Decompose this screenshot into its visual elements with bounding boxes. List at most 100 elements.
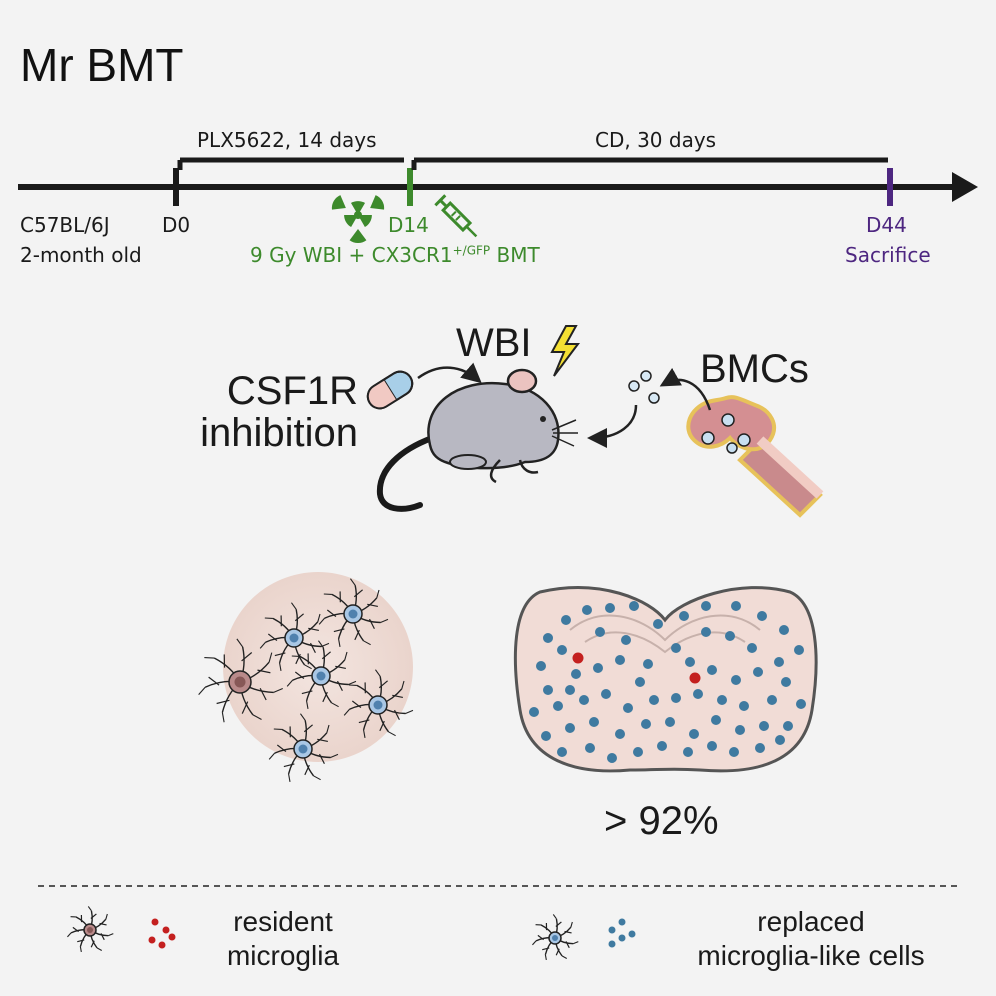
replaced-cell-dot [711, 715, 721, 725]
legend-resident-dot [162, 926, 170, 934]
replaced-cell-dot [553, 701, 563, 711]
replaced-cell-dot [623, 703, 633, 713]
legend-resident-dot [148, 936, 156, 944]
legend-resident-dot [158, 941, 166, 949]
d0-label: D0 [162, 213, 191, 237]
replaced-cell-dot [689, 729, 699, 739]
legend-resident-dot [151, 918, 159, 926]
replaced-cell-dot [605, 603, 615, 613]
resident-cell-dot [689, 672, 701, 684]
replaced-cell-dot [565, 723, 575, 733]
replaced-cell-dot [585, 743, 595, 753]
bone-icon [686, 395, 824, 518]
replaced-cell-dot [561, 615, 571, 625]
syringe-icon [434, 194, 478, 238]
replaced-microglia-cell [318, 578, 389, 648]
replaced-cell-dot [595, 627, 605, 637]
replaced-cell-dot [679, 611, 689, 621]
replaced-cell-dot [557, 645, 567, 655]
sacrifice-label: Sacrifice [845, 243, 931, 267]
age-label: 2-month old [20, 243, 142, 267]
arrow-bone-to-bmcs [659, 367, 712, 411]
replaced-cell-dot [747, 643, 757, 653]
replaced-cell-dot [717, 695, 727, 705]
replaced-cell-dot [582, 605, 592, 615]
replaced-cell-dot [735, 725, 745, 735]
period-cd-label: CD, 30 days [595, 128, 717, 152]
replaced-cell-dot [601, 689, 611, 699]
replaced-microglia-cell [286, 640, 357, 710]
timeline-arrowhead [952, 172, 978, 202]
replaced-cell-dot [571, 669, 581, 679]
percent-label: > 92% [604, 799, 719, 843]
replaced-cell-dot [615, 655, 625, 665]
legend-replaced-dot [618, 918, 626, 926]
microglia-cells [198, 578, 414, 783]
lightning-icon [550, 325, 580, 377]
replaced-cell-dot [593, 663, 603, 673]
replaced-cell-dot [757, 611, 767, 621]
bmcs-label: BMCs [700, 347, 809, 391]
replaced-cell-dot [565, 685, 575, 695]
replaced-cell-dot [643, 659, 653, 669]
treatment-label: 9 Gy WBI + CX3CR1+/GFP BMT [250, 243, 540, 267]
replaced-cell-dot [781, 677, 791, 687]
bmc-cells [628, 370, 660, 404]
legend-replaced-microglia-icon [532, 914, 579, 961]
legend-resident-microglia-icon [67, 906, 114, 953]
replaced-cell-dot [629, 601, 639, 611]
replaced-cell-dot [649, 695, 659, 705]
replaced-cell-dot [739, 701, 749, 711]
arrow-bmcs-to-mouse [587, 404, 638, 448]
replaced-cell-dot [529, 707, 539, 717]
radiation-icon [331, 195, 385, 243]
replaced-cell-dot [607, 753, 617, 763]
replaced-cell-dot [707, 741, 717, 751]
d44-label: D44 [866, 213, 907, 237]
replaced-cell-dot [753, 667, 763, 677]
resident-cell-dot [572, 652, 584, 664]
replaced-cell-dot [536, 661, 546, 671]
legend-replaced-dot [608, 926, 616, 934]
replaced-cell-dot [541, 731, 551, 741]
treatment-superscript: +/GFP [452, 243, 491, 258]
legend-replaced-line1: replaced [757, 906, 865, 937]
inhibition-label: inhibition [200, 411, 358, 455]
replaced-cell-dot [731, 675, 741, 685]
replaced-cell-dot [641, 719, 651, 729]
mouse-icon [376, 368, 578, 512]
wbi-label: WBI [456, 321, 532, 365]
legend-resident-line2: microglia [226, 940, 340, 971]
replaced-cell-dot [589, 717, 599, 727]
legend-icons [67, 906, 636, 961]
replaced-cell-dot [685, 657, 695, 667]
legend-resident-line1: resident [233, 906, 333, 937]
csf1r-label: CSF1R [226, 369, 358, 413]
replaced-cell-dot [725, 631, 735, 641]
period-plx-label: PLX5622, 14 days [197, 128, 377, 152]
replaced-cell-dot [683, 747, 693, 757]
replaced-cell-dot [759, 721, 769, 731]
replaced-cell-dot [671, 643, 681, 653]
replaced-cell-dot [731, 601, 741, 611]
replaced-cell-dot [783, 721, 793, 731]
replaced-cell-dot [635, 677, 645, 687]
replaced-cell-dot [794, 645, 804, 655]
resident-microglia-cell [198, 638, 283, 723]
replaced-cell-dot [621, 635, 631, 645]
replaced-cell-dot [775, 735, 785, 745]
legend-replaced-line2: microglia-like cells [697, 940, 925, 971]
d14-label: D14 [388, 213, 429, 237]
legend-replaced-dot [628, 930, 636, 938]
replaced-microglia-cell [343, 669, 414, 739]
replaced-cell-dot [779, 625, 789, 635]
replaced-cell-dot [615, 729, 625, 739]
replaced-cell-dot [665, 717, 675, 727]
replaced-cell-dot [557, 747, 567, 757]
replaced-microglia-cell [268, 713, 339, 783]
pill-icon [366, 370, 414, 410]
replaced-cell-dot [774, 657, 784, 667]
replaced-cell-dot [657, 741, 667, 751]
replaced-cell-dot [755, 743, 765, 753]
replaced-cell-dot [633, 747, 643, 757]
